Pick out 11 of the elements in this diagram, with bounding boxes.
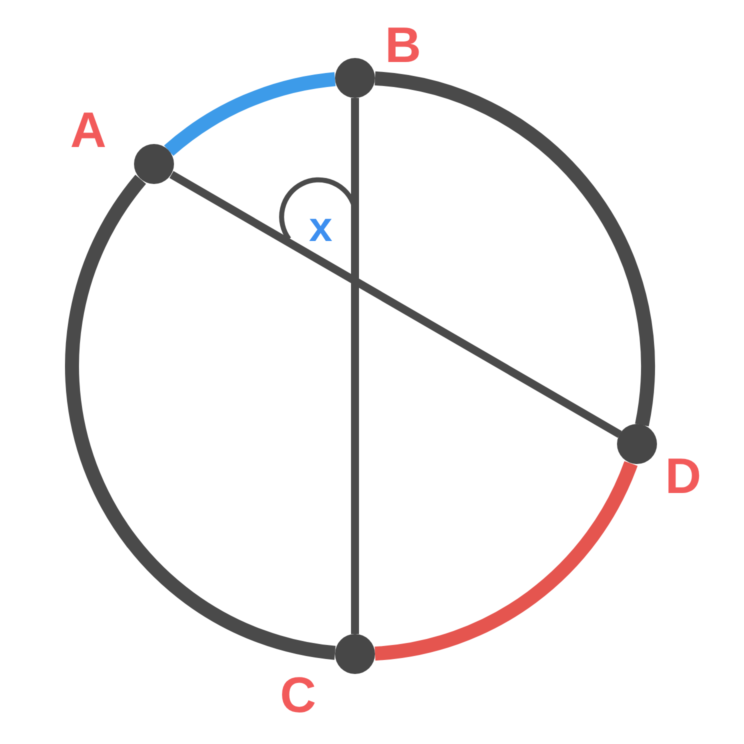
angle-label: x <box>309 206 332 248</box>
chord-line <box>170 171 622 438</box>
point-label: A <box>70 105 106 156</box>
circle-arc <box>66 175 336 660</box>
circle-arc <box>374 460 638 661</box>
point-label: B <box>384 20 422 70</box>
point-label: D <box>665 451 702 502</box>
chord-line <box>351 98 359 634</box>
circle-arc <box>374 71 655 426</box>
circle-arc <box>164 72 336 156</box>
point-label: C <box>280 670 316 720</box>
